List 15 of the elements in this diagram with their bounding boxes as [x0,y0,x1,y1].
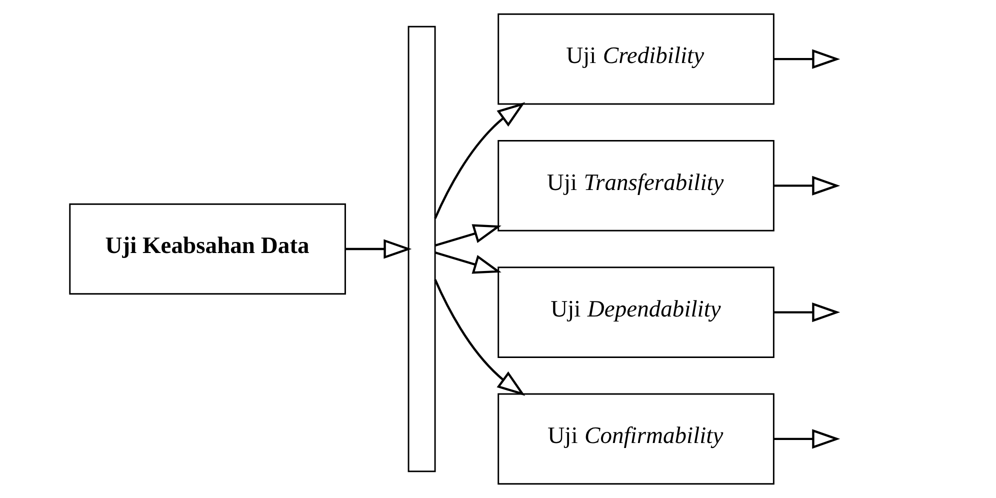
node-bar [407,26,436,472]
arrow [434,279,525,396]
arrow [434,224,501,246]
arrow [434,102,525,219]
node-box: Uji Confirmability [497,393,774,485]
arrow [344,239,412,259]
arrow [773,176,840,196]
arrow [434,252,501,274]
node-box: Uji Credibility [497,13,774,105]
node-box: Uji Keabsahan Data [68,203,346,295]
arrow [773,302,840,322]
arrow [773,49,840,69]
node-box: Uji Transferability [497,140,774,232]
arrow [773,429,840,449]
node-box: Uji Dependability [497,266,774,358]
